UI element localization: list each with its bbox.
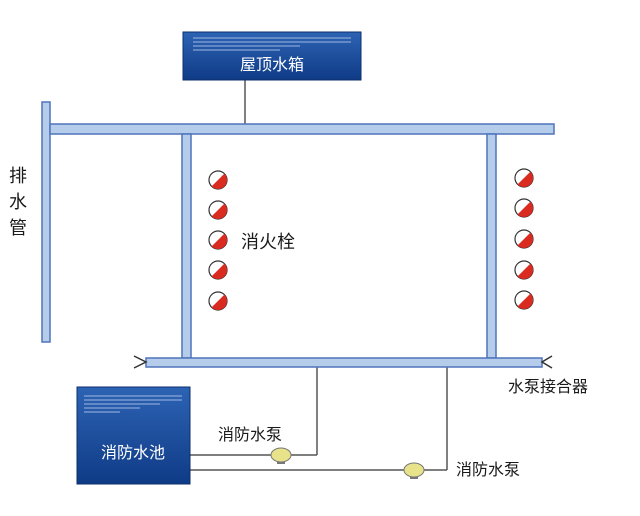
hydrant-icon [514,198,534,218]
right-connector-end [540,355,553,369]
bottom-main-pipe [145,357,543,368]
hydrant-icon [208,230,228,250]
roof-tank-label: 屋顶水箱 [240,55,304,74]
pump-icon [270,447,292,463]
fire-pool: 消防水池 [76,386,191,485]
hydrant-icon [208,170,228,190]
right-riser-pipe [486,133,497,359]
hydrant-icon [208,260,228,280]
drain-pipe-label-2: 水 [9,192,27,213]
thin-lines [190,80,448,471]
hydrant-icon [514,168,534,188]
hydrant-icon [208,291,228,311]
pump-connector-label: 水泵接合器 [508,377,588,396]
left-riser-pipe [181,133,192,359]
pump-1-label: 消防水泵 [218,425,282,444]
left-connector-end [133,355,148,369]
hydrant-label: 消火栓 [241,232,295,253]
pump-2-label: 消防水泵 [456,460,520,479]
hydrant-icon [514,229,534,249]
hydrants-left [208,170,228,311]
hydrant-icon [514,290,534,310]
pump-2 [403,462,425,479]
fire-pool-label: 消防水池 [101,443,165,462]
top-main-pipe [49,123,555,135]
pump-1 [270,447,292,464]
drain-pipe-label-1: 排 [9,166,27,187]
roof-tank: 屋顶水箱 [182,31,362,81]
hydrant-icon [514,260,534,280]
hydrants-right [514,168,534,310]
drain-pipe [41,101,51,343]
drain-pipe-label-3: 管 [9,218,27,239]
connector-ends [133,355,553,369]
hydrant-icon [208,200,228,220]
pump-icon [403,462,425,478]
pipes [41,101,555,368]
